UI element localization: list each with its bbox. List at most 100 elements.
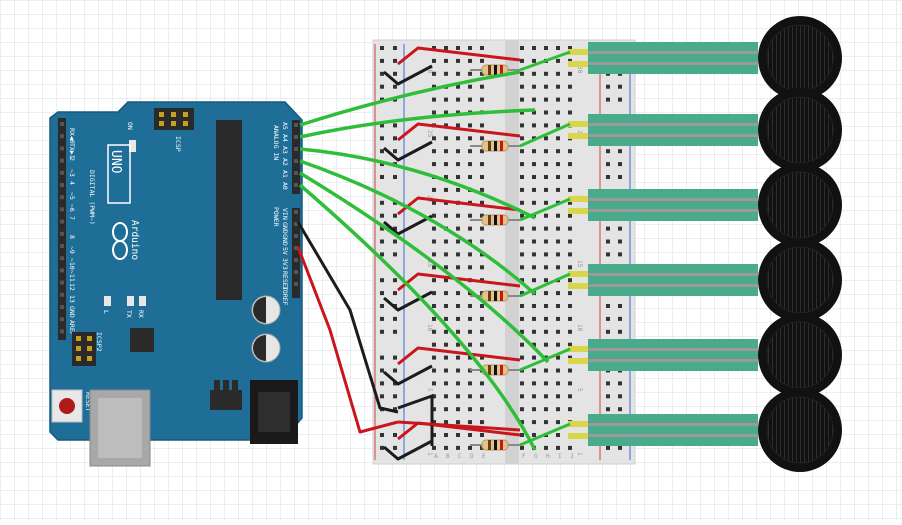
breadboard-hole — [520, 329, 524, 334]
breadboard-hole — [544, 381, 548, 386]
breadboard-hole — [520, 407, 524, 412]
breadboard-hole — [544, 304, 548, 308]
breadboard-hole — [444, 278, 448, 283]
breadboard-hole — [432, 394, 436, 399]
breadboard-hole — [393, 58, 397, 63]
breadboard-hole — [432, 226, 436, 231]
fsr-active-area — [766, 96, 834, 164]
breadboard-hole — [480, 381, 484, 386]
breadboard-hole — [532, 368, 536, 373]
fsr-trace — [588, 434, 758, 437]
resistor-band — [494, 141, 497, 151]
pin-socket — [60, 256, 64, 261]
breadboard-hole — [444, 175, 448, 179]
breadboard-hole — [556, 291, 560, 296]
breadboard-hole — [520, 149, 524, 154]
column-letter: H — [546, 453, 550, 460]
breadboard-hole — [556, 394, 560, 399]
wire-red-power — [397, 122, 521, 142]
wire-black-ground — [383, 64, 433, 86]
column-letter: D — [470, 453, 474, 460]
breadboard-hole — [468, 265, 472, 270]
breadboard-hole — [393, 200, 397, 205]
breadboard-hole — [556, 265, 560, 270]
pin-label-gnd-1: GND — [281, 222, 289, 234]
resistor-band — [488, 141, 491, 151]
pin-socket — [294, 210, 298, 214]
breadboard-hole — [480, 213, 484, 218]
analog-pin-labels: A5 A4 A3 A2 A1 A0 ANALOG IN POWER VIN GN… — [272, 122, 289, 306]
breadboard-hole — [618, 84, 622, 89]
breadboard-hole — [532, 84, 536, 89]
breadboard-hole — [556, 355, 560, 360]
wire-green-analog — [299, 108, 536, 139]
capacitor-1 — [251, 295, 281, 325]
breadboard-hole — [520, 97, 524, 102]
breadboard-hole — [532, 304, 536, 308]
pin-label-9: ~9 — [68, 246, 76, 254]
breadboard-hole — [432, 136, 436, 141]
resistor-band — [500, 141, 503, 151]
pin-socket — [60, 183, 64, 187]
digital-pin-sockets — [60, 122, 64, 334]
breadboard-hole — [520, 110, 524, 115]
breadboard-hole — [480, 46, 484, 50]
on-label: ON — [126, 122, 134, 130]
l-label: L — [102, 310, 110, 314]
column-letter: B — [446, 453, 450, 460]
breadboard-hole — [480, 329, 484, 334]
breadboard-hole — [606, 329, 610, 334]
column-letter: C — [458, 453, 462, 460]
breadboard-hole — [393, 84, 397, 89]
breadboard-hole — [556, 407, 560, 412]
breadboard-hole — [568, 407, 572, 412]
wire-green-analog — [298, 183, 537, 451]
breadboard-hole — [520, 200, 524, 205]
breadboard-hole — [520, 239, 524, 244]
power-header-label: POWER — [272, 207, 280, 227]
pin-socket — [294, 282, 298, 286]
breadboard-hole — [444, 252, 448, 257]
resistor-band — [488, 365, 491, 375]
breadboard-hole — [444, 291, 448, 296]
fsr-sensor — [568, 88, 842, 172]
breadboard-hole — [520, 278, 524, 283]
fsr-trace — [588, 348, 758, 351]
arduino-uno-board[interactable]: RX◀0 TX▶1 2 ~3 4 ~5 ~6 7 8 ~9 ~10 ~11 12… — [49, 101, 303, 467]
fsr-tail — [588, 42, 758, 74]
fsr-pin — [568, 358, 588, 364]
breadboard-hole — [380, 445, 384, 450]
breadboard-hole — [532, 239, 536, 244]
resistor-band — [494, 291, 497, 301]
pin-label-a5: A5 — [281, 122, 289, 130]
pin-label-gnd: GND — [68, 306, 76, 318]
breadboard-hole — [456, 381, 460, 386]
breadboard-hole — [456, 97, 460, 102]
fsr-trace — [588, 273, 758, 276]
breadboard-hole — [532, 175, 536, 179]
wire-green-link — [519, 422, 571, 447]
breadboard-components — [383, 46, 571, 461]
wire-red-power — [397, 346, 521, 366]
breadboard-hole — [380, 149, 384, 154]
breadboard-hole — [544, 123, 548, 128]
breadboard-hole — [380, 433, 384, 437]
fsr-pin — [568, 283, 588, 289]
breadboard-hole — [456, 368, 460, 373]
breadboard-hole — [468, 381, 472, 386]
breadboard-hole — [380, 123, 384, 128]
breadboard-hole — [480, 226, 484, 231]
breadboard-hole — [544, 175, 548, 179]
breadboard-hole — [393, 316, 397, 321]
reset-button-cap[interactable] — [59, 398, 75, 414]
reset-label: RESET — [84, 392, 92, 412]
breadboard-hole — [556, 342, 560, 347]
breadboard-hole — [444, 342, 448, 347]
pin-socket — [60, 329, 64, 334]
resistor-band — [500, 291, 503, 301]
pin-socket — [60, 292, 64, 297]
breadboard-hole — [380, 162, 384, 167]
breadboard-hole — [532, 97, 536, 102]
breadboard-hole — [556, 97, 560, 102]
